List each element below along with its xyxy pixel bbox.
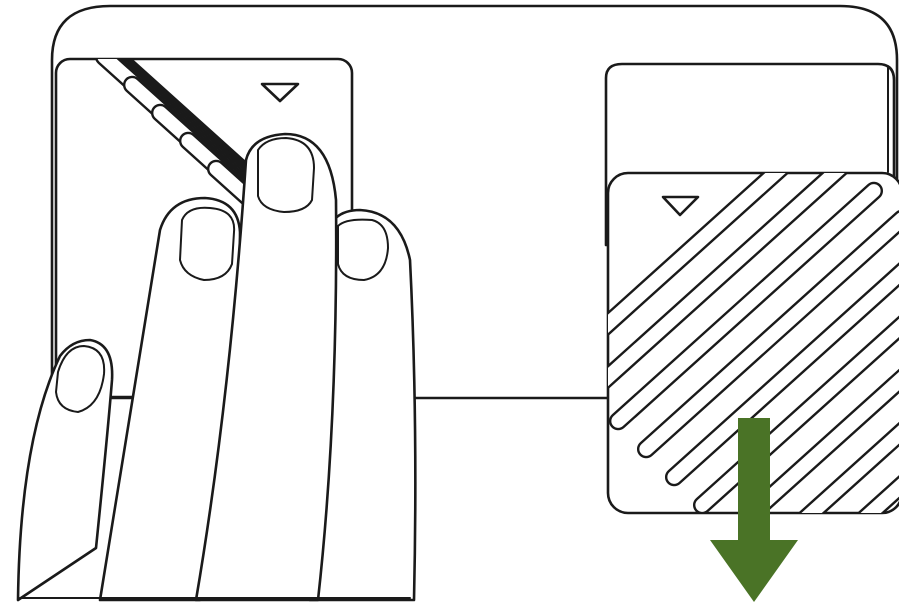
pad-stripe [720,293,899,513]
index-fingernail [179,206,236,281]
pad-stripe [748,321,899,513]
thumbnail [55,345,106,413]
pad-stripe [608,173,828,375]
hand-icon [16,132,417,602]
thumb [16,338,114,602]
triangle-marker-icon [661,195,700,217]
pad-stripe [608,181,884,431]
middle-fingernail [257,137,315,213]
triangle-marker-icon [260,82,300,103]
palm-base [17,547,411,601]
pad-stripe [664,237,899,487]
right-pad-stripes [608,173,899,513]
middle-finger [194,132,338,602]
pad-stripe [636,209,899,459]
ring-fingernail [337,218,389,281]
pad-stripe [608,173,856,403]
right-adhesive-pad [606,171,899,515]
down-arrow-icon [710,418,798,602]
